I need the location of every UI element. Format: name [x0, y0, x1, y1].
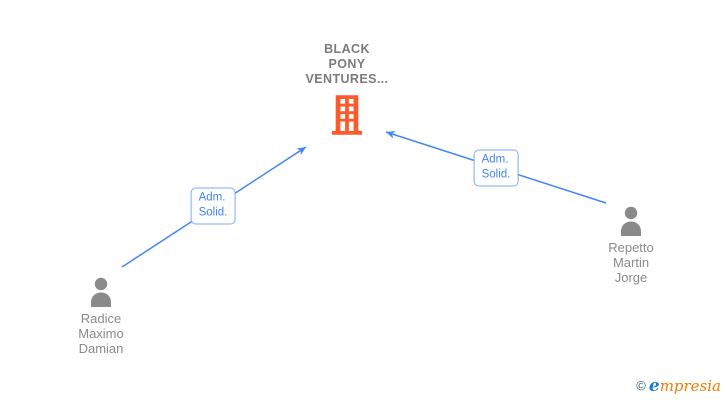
person-label-line: Repetto — [608, 240, 654, 255]
person-label: Repetto Martin Jorge — [571, 240, 691, 285]
person-label: Radice Maximo Damian — [41, 311, 161, 356]
person-label-line: Martin — [612, 255, 650, 270]
company-node[interactable]: BLACK PONY VENTURES... — [277, 42, 417, 135]
person-node-radice[interactable]: Radice Maximo Damian — [41, 277, 161, 356]
person-label-line: Radice — [80, 311, 122, 326]
person-icon — [91, 277, 111, 307]
person-label-line: Jorge — [614, 270, 648, 285]
copyright-icon: © — [636, 378, 646, 393]
person-node-repetto[interactable]: Repetto Martin Jorge — [571, 206, 691, 285]
logo-brand-text: mpresia — [659, 377, 721, 395]
person-label-line: Maximo — [78, 326, 124, 341]
edge-label-line: Solid. — [198, 206, 228, 219]
person-label-line: Damian — [78, 341, 124, 356]
empresia-logo[interactable]: ©empresia — [636, 377, 721, 396]
edge-label-line: Solid. — [481, 168, 511, 181]
company-label-line: PONY — [328, 57, 366, 71]
company-label: BLACK PONY VENTURES... — [277, 42, 417, 87]
edge-label-line: Adm. — [481, 153, 509, 166]
edge-label-line: Adm. — [198, 191, 226, 204]
building-icon — [331, 95, 363, 135]
company-label-line: BLACK — [324, 42, 370, 56]
company-label-line: VENTURES... — [305, 72, 389, 86]
edge-label-radice[interactable]: Adm. Solid. — [190, 187, 236, 225]
edge-label-repetto[interactable]: Adm. Solid. — [473, 149, 519, 187]
logo-brand-first-letter: e — [648, 376, 660, 396]
person-icon — [621, 206, 641, 236]
